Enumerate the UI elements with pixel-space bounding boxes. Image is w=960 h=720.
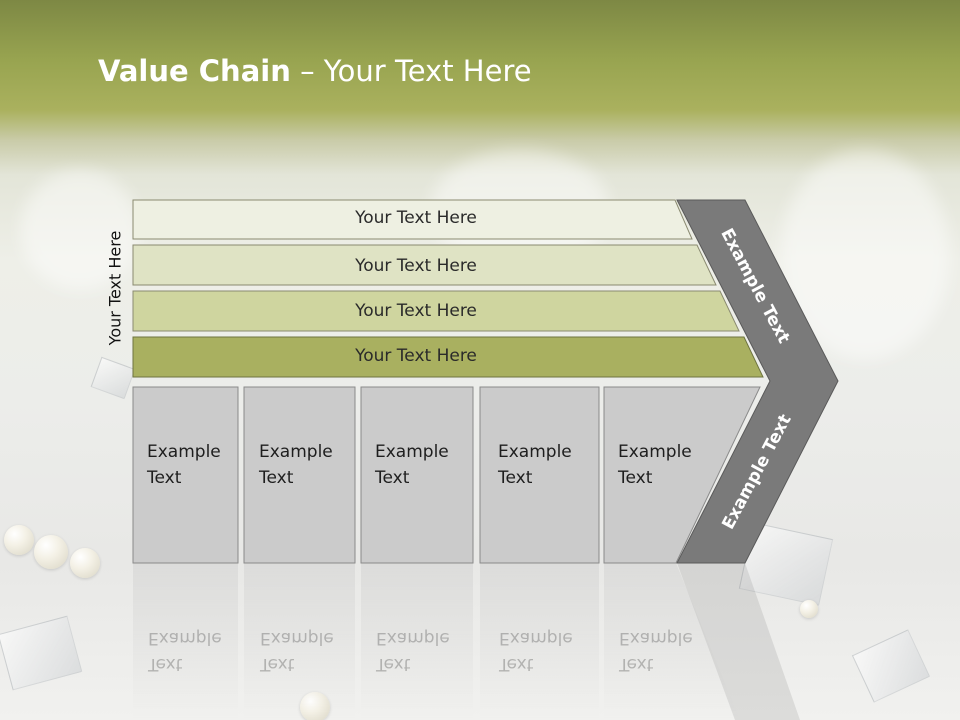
reflection-box xyxy=(604,563,740,720)
activity-box-2 xyxy=(243,386,356,564)
background-flower xyxy=(20,170,140,290)
row-bar-2 xyxy=(132,244,717,286)
row-label-3: Your Text Here xyxy=(355,301,477,321)
reflection-box xyxy=(244,563,355,720)
row-bar-1 xyxy=(132,199,693,240)
activity-box-3 xyxy=(360,386,474,564)
reflection-chevron xyxy=(677,563,800,720)
slide-title: Value Chain – Your Text Here xyxy=(98,54,532,88)
title-rest: – Your Text Here xyxy=(290,54,532,88)
reflection-shapes xyxy=(133,563,800,720)
pearl-decoration xyxy=(800,600,818,618)
row-bar-3 xyxy=(132,290,740,332)
activity-box-5 xyxy=(603,386,761,564)
value-chain-chevron xyxy=(676,199,839,564)
row-bar-4 xyxy=(132,336,764,378)
row-label-2: Your Text Here xyxy=(355,256,477,276)
reflection-box xyxy=(480,563,599,720)
reflection-box xyxy=(133,563,238,720)
pearl-decoration xyxy=(4,525,34,555)
row-label-1: Your Text Here xyxy=(355,208,477,228)
activity-box-1 xyxy=(132,386,239,564)
reflection-box xyxy=(361,563,473,720)
pearl-decoration xyxy=(34,535,68,569)
pearl-decoration xyxy=(70,548,100,578)
row-label-4: Your Text Here xyxy=(355,346,477,366)
activity-box-4 xyxy=(479,386,600,564)
title-bold: Value Chain xyxy=(98,54,291,88)
